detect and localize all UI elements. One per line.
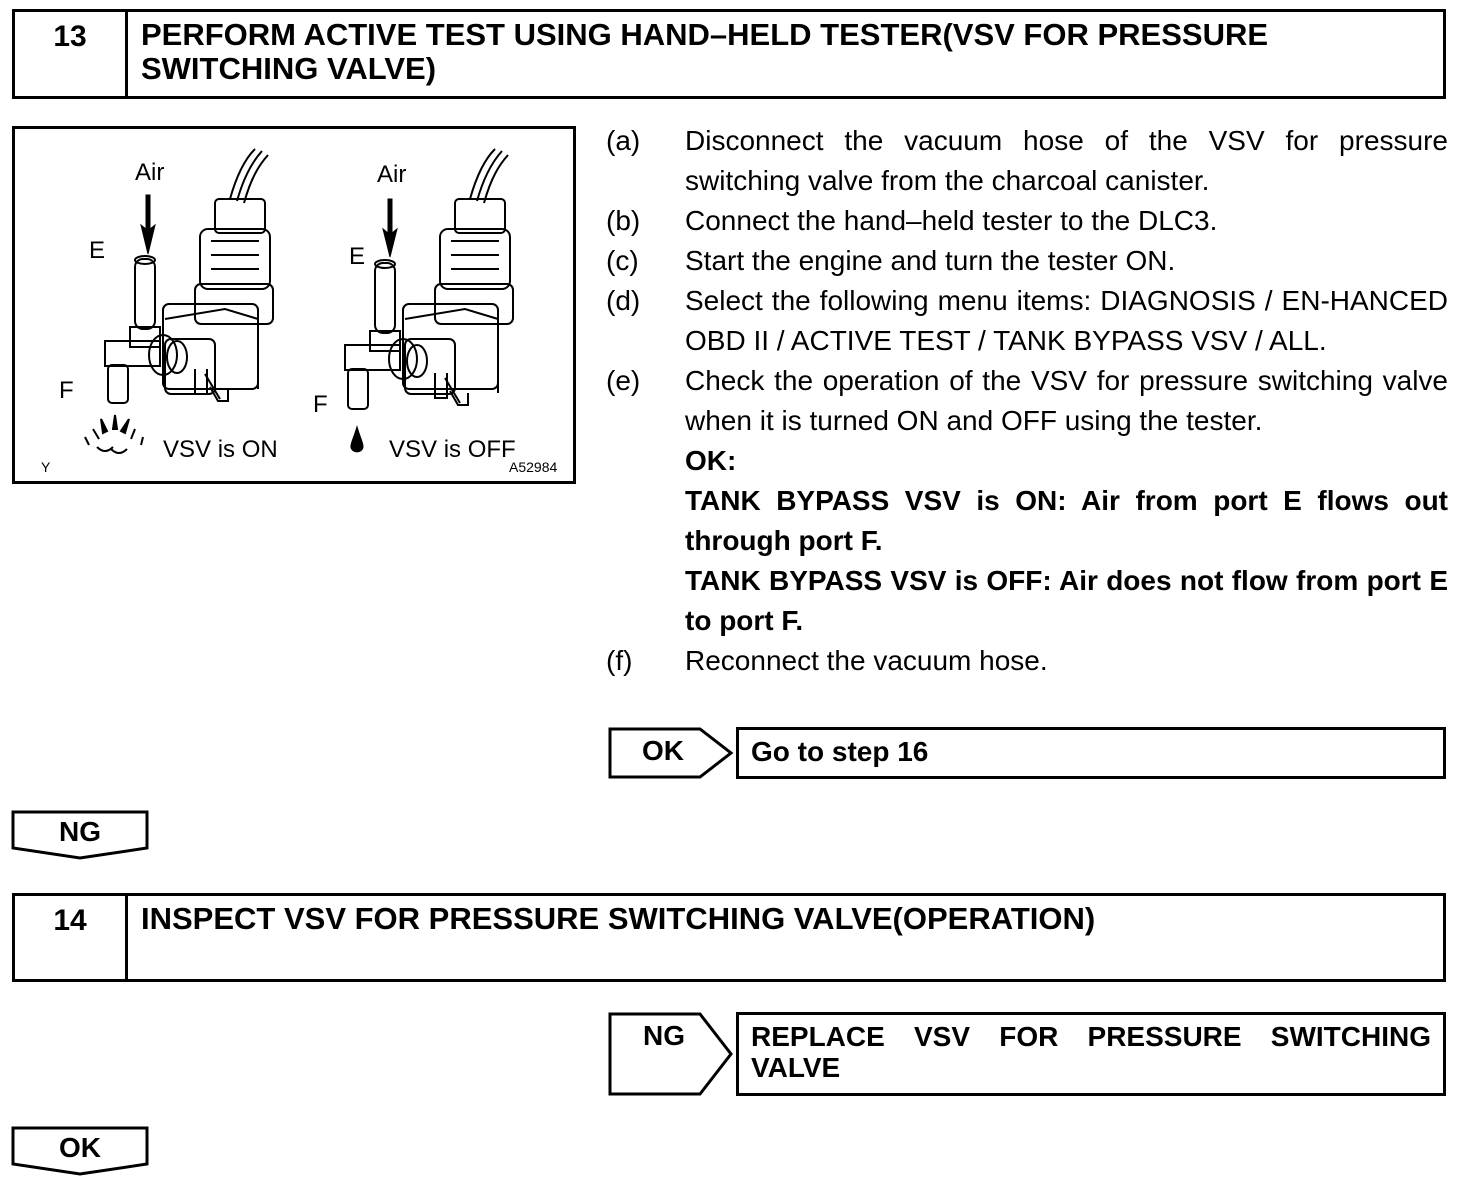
step-number: 14 [15,896,128,979]
ok-spec-off: TANK BYPASS VSV is OFF: Air does not flo… [685,565,1448,636]
ng-arrow-label: NG [643,1020,685,1051]
item-text: Connect the hand–held tester to the DLC3… [685,205,1218,236]
caption-vsv-on: VSV is ON [163,436,278,463]
figure-code: A52984 [509,459,558,475]
ok-down-arrow: OK [11,1126,149,1176]
drip-icon [350,425,364,453]
port-f-label-right: F [313,391,328,418]
item-label: (a) [606,125,641,156]
vsv-illustration: Air E F VSV is ON Air E F VSV is OFF Y A… [12,126,576,484]
item-text: Reconnect the vacuum hose. [685,645,1048,676]
item-text: Start the engine and turn the tester ON. [685,245,1176,276]
item-label: (e) [606,365,641,396]
ok-arrow-label: OK [642,735,684,766]
port-e-label-left: E [89,237,106,264]
air-arrow-icon [140,194,156,255]
item-text: Check the operation of the VSV for press… [685,365,1448,436]
vsv-drawing [84,148,514,454]
step-title: INSPECT VSV FOR PRESSURE SWITCHING VALVE… [141,901,1096,936]
spray-icon [84,414,144,454]
ok-spec-on: TANK BYPASS VSV is ON: Air from port E f… [685,485,1448,556]
vsv-left-drawing [104,148,274,404]
item-label: (c) [606,245,639,276]
ng-down-label: NG [59,816,101,847]
down-arrow-shape-icon [11,810,149,860]
port-e-label-right: E [349,243,366,270]
right-arrow-shape-icon [608,1012,733,1096]
ng-arrow: NG [608,1012,734,1096]
air-label-left: Air [135,159,165,186]
procedure-item: (a) Disconnect the vacuum hose of the VS… [606,121,1448,201]
procedure-item: (f) Reconnect the vacuum hose. [606,641,1448,681]
item-label: (d) [606,285,641,316]
ok-spec-heading: OK: [685,445,737,476]
step-14-header: 14 INSPECT VSV FOR PRESSURE SWITCHING VA… [12,893,1446,982]
step-number: 13 [15,12,128,96]
port-f-label-left: F [59,377,74,404]
caption-vsv-off: VSV is OFF [389,436,516,463]
item-label: (b) [606,205,641,236]
ng-action-box: REPLACE VSV FOR PRESSURE SWITCHING VALVE [736,1012,1446,1096]
procedure-item: (b) Connect the hand–held tester to the … [606,201,1448,241]
ng-down-arrow: NG [11,810,149,860]
item-text: Select the following menu items: DIAGNOS… [685,285,1448,356]
down-arrow-shape-icon [11,1126,149,1176]
corner-mark: Y [41,459,51,475]
item-label: (f) [606,645,633,676]
air-arrow-icon [382,198,398,258]
procedure-item: (e) Check the operation of the VSV for p… [606,361,1448,641]
step-title: PERFORM ACTIVE TEST USING HAND–HELD TEST… [141,17,1269,86]
vsv-right-drawing [344,148,514,410]
right-arrow-shape-icon [608,727,734,779]
air-label-right: Air [377,161,407,188]
step-13-header: 13 PERFORM ACTIVE TEST USING HAND–HELD T… [12,9,1446,99]
ok-down-label: OK [59,1132,101,1163]
ok-action-box: Go to step 16 [736,727,1446,779]
procedure-item: (c) Start the engine and turn the tester… [606,241,1448,281]
procedure-item: (d) Select the following menu items: DIA… [606,281,1448,361]
procedure-list: (a) Disconnect the vacuum hose of the VS… [606,121,1448,681]
ok-arrow: OK [608,727,734,779]
item-text: Disconnect the vacuum hose of the VSV fo… [685,125,1448,196]
